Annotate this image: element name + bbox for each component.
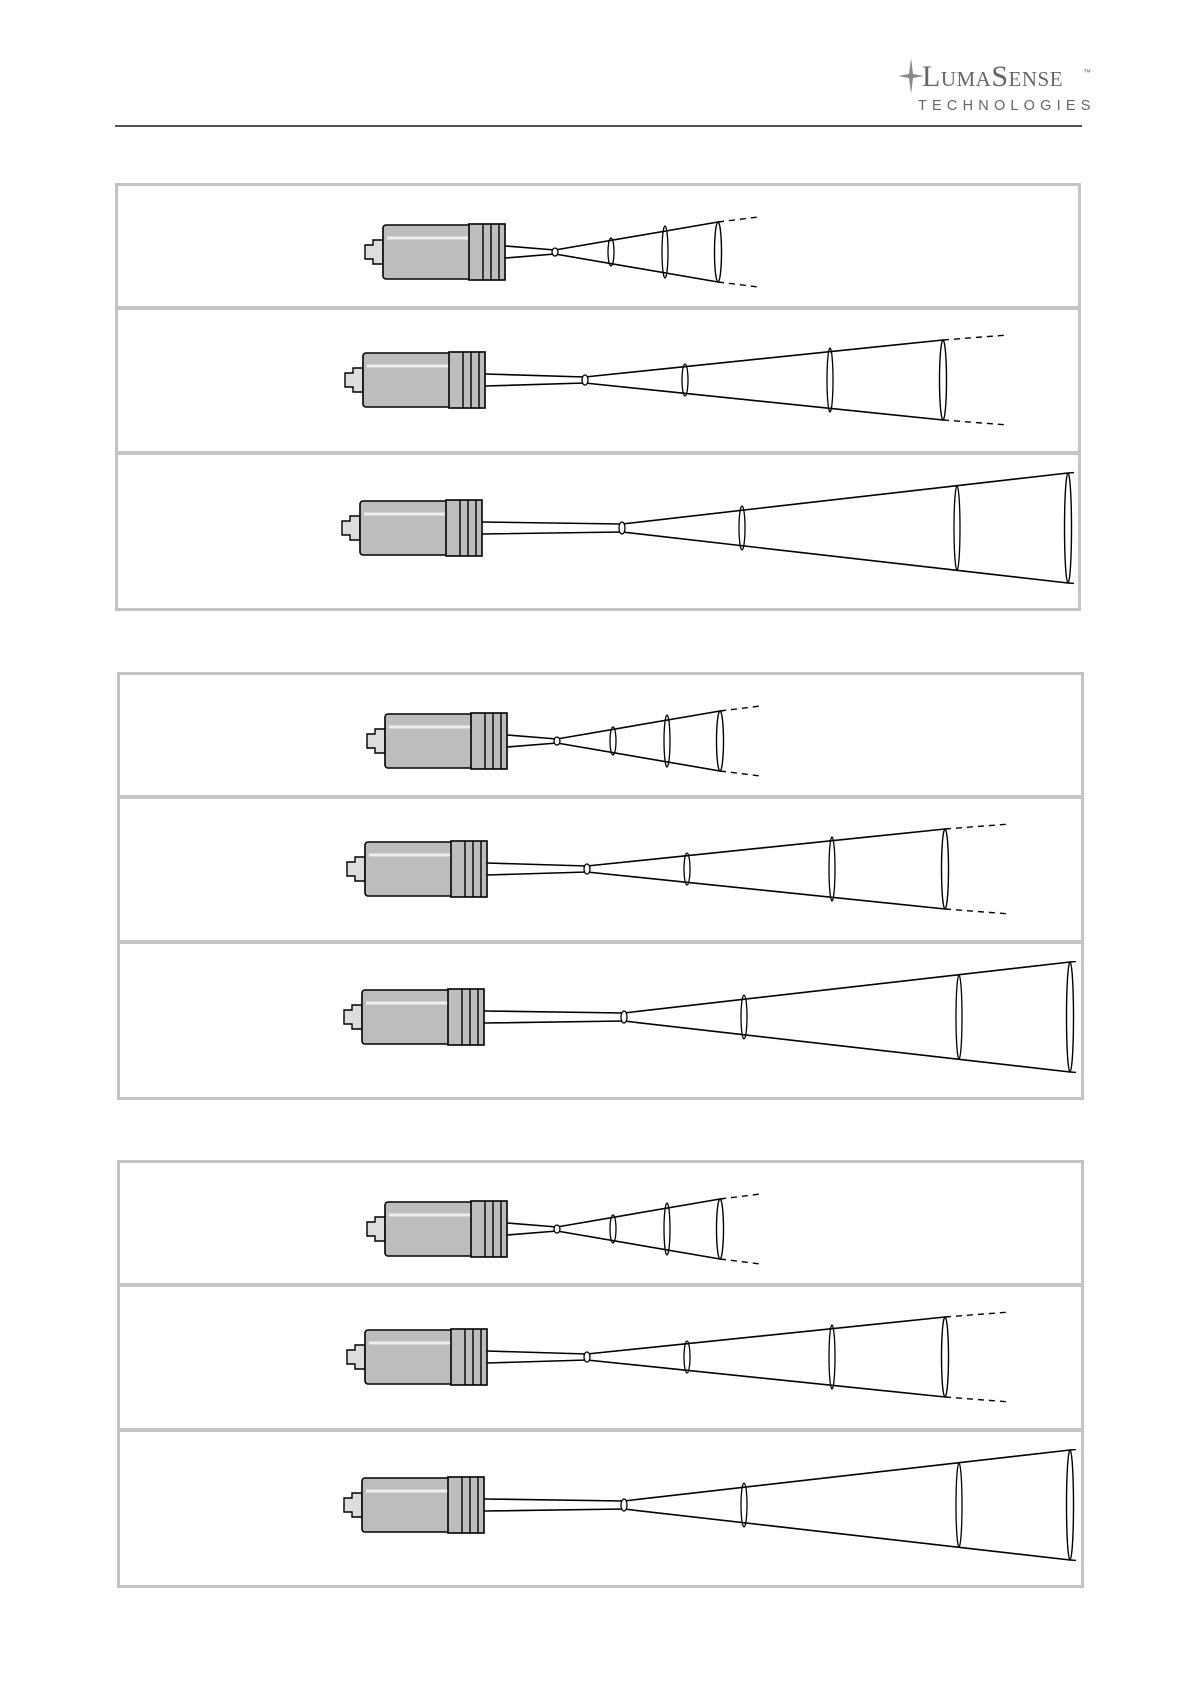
beam-outline bbox=[507, 711, 720, 771]
beam-row bbox=[120, 942, 1081, 1077]
focus-spot bbox=[582, 375, 588, 385]
beam-outline bbox=[487, 1317, 945, 1397]
beam-extension bbox=[720, 1194, 760, 1264]
beam-row bbox=[118, 453, 1078, 588]
spot-size-ellipse bbox=[739, 506, 745, 550]
optics-diagram bbox=[118, 186, 1078, 608]
spot-size-ellipse bbox=[1065, 473, 1072, 583]
beam-extension bbox=[945, 824, 1010, 914]
spot-size-ellipse bbox=[1067, 962, 1074, 1072]
lumasense-logo: LUMASENSE ™ TECHNOLOGIES bbox=[896, 56, 1086, 116]
logo-trademark: ™ bbox=[1083, 68, 1091, 77]
spot-size-ellipse bbox=[662, 226, 668, 278]
focus-spot bbox=[584, 1352, 590, 1362]
spot-size-ellipse bbox=[682, 364, 688, 396]
beam-outline bbox=[487, 829, 945, 909]
beam-extension bbox=[945, 1312, 1010, 1402]
focus-spot bbox=[554, 1225, 560, 1233]
spot-size-ellipse bbox=[610, 727, 616, 755]
spot-size-ellipse bbox=[829, 1325, 835, 1389]
beam-outline bbox=[484, 1450, 1070, 1560]
spot-size-ellipse bbox=[940, 340, 947, 420]
focus-spot bbox=[621, 1499, 627, 1511]
focus-spot bbox=[584, 864, 590, 874]
beam-extension bbox=[1068, 468, 1078, 588]
spot-size-ellipse bbox=[1067, 1450, 1074, 1560]
spot-size-ellipse bbox=[610, 1215, 616, 1243]
beam-outline bbox=[485, 340, 943, 420]
sensor-connector bbox=[347, 857, 365, 881]
sensor-connector bbox=[347, 1345, 365, 1369]
beam-extension bbox=[943, 335, 1008, 425]
spot-size-ellipse bbox=[717, 1199, 724, 1259]
sensor-connector bbox=[345, 368, 363, 392]
optics-panel-group-1 bbox=[115, 183, 1081, 611]
optics-diagram bbox=[120, 675, 1081, 1097]
beam-row bbox=[120, 1285, 1081, 1402]
optics-panel-group-2 bbox=[117, 672, 1084, 1100]
sensor-connector bbox=[367, 1217, 385, 1241]
beam-outline bbox=[482, 473, 1068, 583]
spot-size-ellipse bbox=[829, 837, 835, 901]
focus-spot bbox=[621, 1011, 627, 1023]
optics-diagram bbox=[120, 1163, 1081, 1585]
beam-row bbox=[365, 217, 758, 287]
beam-extension bbox=[720, 706, 760, 776]
sensor-connector bbox=[344, 1493, 362, 1517]
spot-size-ellipse bbox=[741, 1483, 747, 1527]
sensor-connector bbox=[344, 1005, 362, 1029]
beam-outline bbox=[505, 222, 718, 282]
logo-subline: TECHNOLOGIES bbox=[918, 98, 1096, 114]
spot-size-ellipse bbox=[942, 1317, 949, 1397]
focus-spot bbox=[554, 737, 560, 745]
spot-size-ellipse bbox=[684, 1341, 690, 1373]
sensor-connector bbox=[365, 240, 383, 264]
focus-spot bbox=[619, 522, 625, 534]
spot-size-ellipse bbox=[608, 238, 614, 266]
beam-outline bbox=[507, 1199, 720, 1259]
focus-spot bbox=[552, 248, 558, 256]
header-rule bbox=[115, 125, 1082, 127]
spot-size-ellipse bbox=[664, 1203, 670, 1255]
beam-row bbox=[367, 1194, 760, 1264]
spot-size-ellipse bbox=[956, 1463, 962, 1547]
beam-row bbox=[118, 308, 1078, 425]
beam-row bbox=[120, 1430, 1081, 1565]
beam-extension bbox=[718, 217, 758, 287]
spot-size-ellipse bbox=[956, 975, 962, 1059]
spot-size-ellipse bbox=[827, 348, 833, 412]
spot-size-ellipse bbox=[954, 486, 960, 570]
spot-size-ellipse bbox=[715, 222, 722, 282]
sensor-connector bbox=[367, 729, 385, 753]
beam-row bbox=[367, 706, 760, 776]
spot-size-ellipse bbox=[741, 995, 747, 1039]
spot-size-ellipse bbox=[717, 711, 724, 771]
spot-size-ellipse bbox=[684, 853, 690, 885]
spot-size-ellipse bbox=[664, 715, 670, 767]
beam-row bbox=[120, 797, 1081, 914]
logo-wordmark: LUMASENSE bbox=[922, 62, 1063, 92]
spot-size-ellipse bbox=[942, 829, 949, 909]
sensor-connector bbox=[342, 516, 360, 540]
optics-panel-group-3 bbox=[117, 1160, 1084, 1588]
beam-outline bbox=[484, 962, 1070, 1072]
